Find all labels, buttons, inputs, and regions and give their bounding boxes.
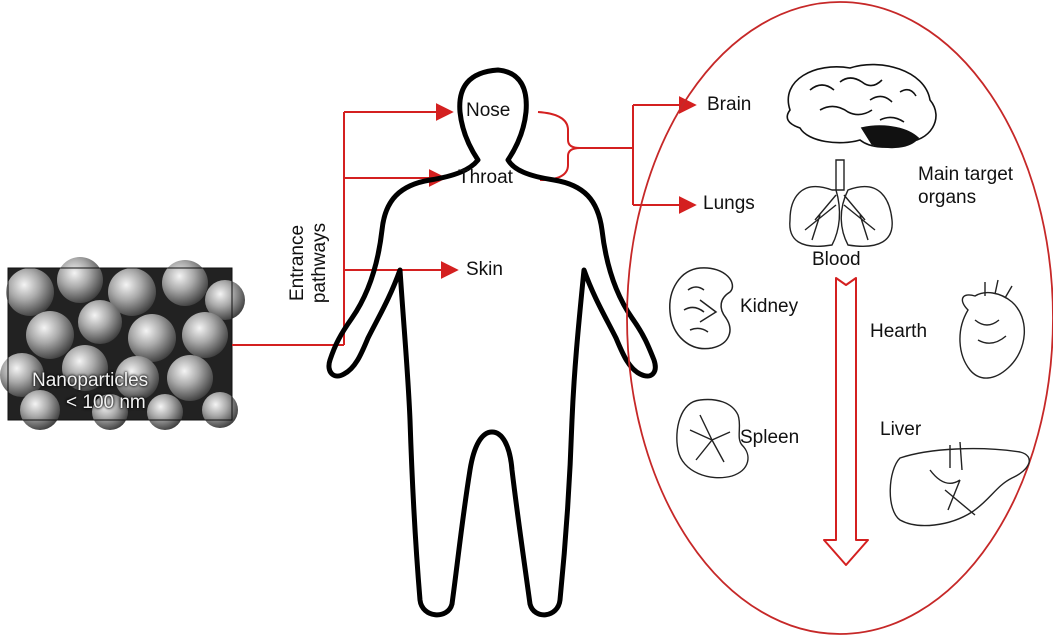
- skin-label: Skin: [466, 260, 503, 281]
- blood-label: Blood: [812, 250, 861, 271]
- heart-icon: [960, 280, 1024, 378]
- blood-flow-arrow: [824, 278, 868, 565]
- brain-icon: [787, 65, 936, 148]
- nanoparticle-size-label: < 100 nm: [66, 392, 146, 414]
- main-target-organs-label: Main target organs: [918, 164, 1013, 210]
- spleen-icon: [677, 400, 748, 478]
- hearth-label: Hearth: [870, 322, 927, 343]
- nanoparticles-label: Nanoparticles: [32, 370, 148, 392]
- kidney-label: Kidney: [740, 297, 798, 318]
- spleen-label: Spleen: [740, 428, 799, 449]
- main-target-line1: Main target: [918, 164, 1013, 187]
- nose-label: Nose: [466, 101, 510, 122]
- entrance-label-line1: Entrance: [287, 203, 309, 323]
- lungs-icon: [790, 160, 892, 246]
- throat-label: Throat: [458, 168, 513, 189]
- liver-label: Liver: [880, 420, 921, 441]
- brain-label: Brain: [707, 95, 751, 116]
- lungs-label: Lungs: [703, 194, 755, 215]
- entrance-label-line2: pathways: [309, 203, 331, 323]
- entrance-pathways-label: Entrance pathways: [287, 203, 333, 323]
- human-body-outline: [329, 70, 655, 615]
- main-target-line2: organs: [918, 187, 1013, 210]
- kidney-icon: [670, 268, 733, 349]
